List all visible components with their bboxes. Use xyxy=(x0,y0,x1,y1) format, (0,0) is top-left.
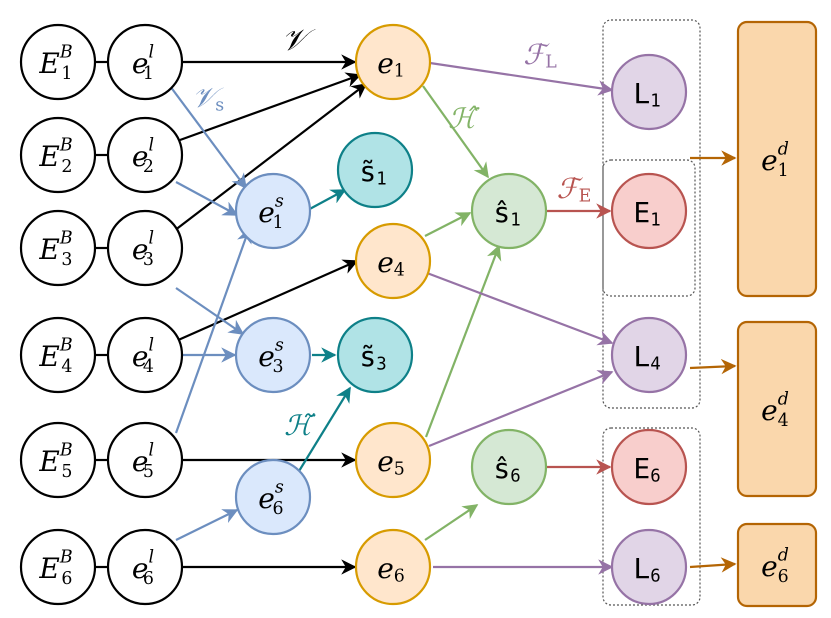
label-Vs: 𝒱s xyxy=(192,81,224,116)
s-tilde-nodes: s̃1 s̃3 xyxy=(336,131,414,394)
E-node-1-label: E1 xyxy=(633,196,660,231)
e-node-4: e4 xyxy=(354,222,432,300)
s-hat-node-1-label: ŝ1 xyxy=(493,196,520,231)
label-FE: ℱE xyxy=(557,172,592,207)
e-node-6-label: e6 xyxy=(377,552,405,587)
s-tilde-node-3: s̃3 xyxy=(336,316,414,394)
L-node-1: L1 xyxy=(610,53,688,131)
label-H-tilde: ℋ̃ xyxy=(284,409,316,442)
label-H-hat: ℋ̂ xyxy=(448,102,480,135)
E-node-1: E1 xyxy=(610,172,688,250)
edges-FE xyxy=(547,203,612,475)
label-FL: ℱL xyxy=(523,38,557,73)
e-node-5-label: e5 xyxy=(377,445,405,480)
L-node-1-label: L1 xyxy=(633,77,660,112)
L-node-4-label: L4 xyxy=(633,340,660,375)
s-tilde-node-3-label: s̃3 xyxy=(359,340,386,375)
eb-el-connectors xyxy=(96,60,108,569)
s-hat-node-6-label: ŝ6 xyxy=(493,452,520,487)
e-node-5: e5 xyxy=(354,421,432,499)
s-tilde-node-1-label: s̃1 xyxy=(359,155,386,190)
s-hat-node-1: ŝ1 xyxy=(470,172,548,250)
E-node-6-label: E6 xyxy=(633,452,660,487)
L-node-6-label: L6 xyxy=(633,552,660,587)
e-nodes: e1 e4 e5 e6 xyxy=(354,23,432,606)
s-hat-node-6: ŝ6 xyxy=(470,428,548,506)
edges-H-hat xyxy=(422,85,502,541)
edges-decoder xyxy=(689,150,737,573)
group-box-E1 xyxy=(602,159,696,297)
L-node-6: L6 xyxy=(610,528,688,606)
e-node-1-label: e1 xyxy=(377,47,405,82)
s-tilde-node-1: s̃1 xyxy=(336,131,414,209)
edges-FL xyxy=(426,61,614,575)
e-node-1: e1 xyxy=(354,23,432,101)
e-node-6: e6 xyxy=(354,528,432,606)
group-box-E6-L6 xyxy=(602,427,701,606)
edges-Vs xyxy=(169,85,252,541)
s-hat-nodes: ŝ1 ŝ6 xyxy=(470,172,548,506)
edge-labels: 𝒱 𝒱s ℱL ℱE ℋ̂ ℋ̃ xyxy=(192,23,591,442)
label-V: 𝒱 xyxy=(282,23,316,58)
edges-H-tilde xyxy=(295,189,351,477)
L-node-4: L4 xyxy=(610,316,688,394)
E-node-6: E6 xyxy=(610,428,688,506)
e-node-4-label: e4 xyxy=(377,246,405,281)
